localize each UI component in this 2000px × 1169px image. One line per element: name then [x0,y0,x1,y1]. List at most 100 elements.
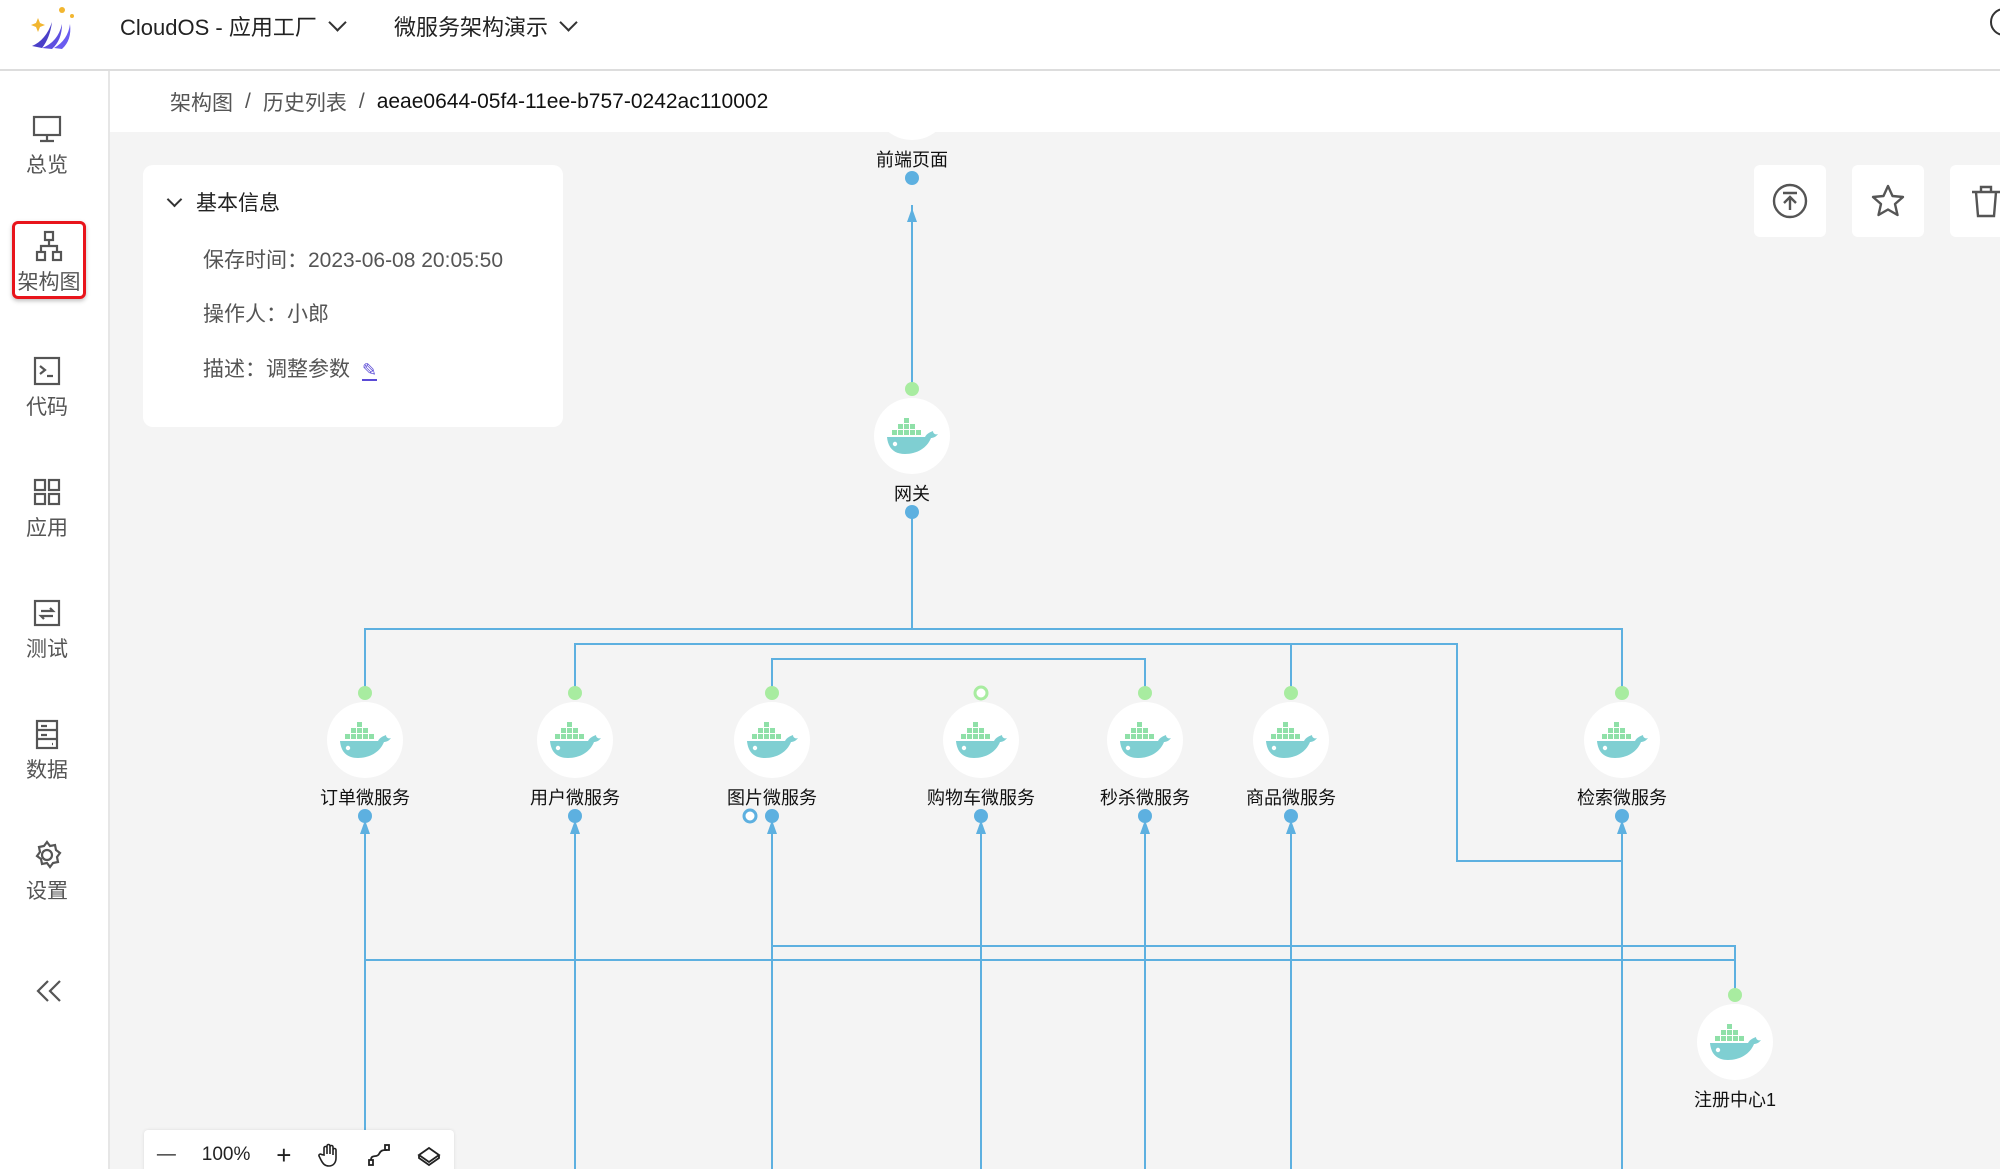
arrow-head [907,208,917,222]
input-port[interactable] [1728,988,1742,1002]
basic-info-toggle[interactable]: 基本信息 [166,187,280,217]
node-label: 订单微服务 [320,788,410,808]
input-port[interactable] [358,686,372,700]
node-icon-circle [327,702,403,778]
description: 描述：调整参数 [203,358,350,381]
arrow-head [767,820,777,834]
input-port[interactable] [1284,686,1298,700]
output-port[interactable] [1138,809,1152,823]
publish-button[interactable] [1754,165,1826,237]
top-header: CloudOS - 应用工厂 微服务架构演示 [0,0,2000,71]
edges-layer [358,171,1742,1169]
docker-icon [956,722,1007,758]
node-icon-circle [1584,702,1660,778]
sidebar-item-label: 设置 [26,880,68,903]
breadcrumb: 架构图/ 历史列表/ aeae0644-05f4-11ee-b757-0242a… [110,71,2000,132]
breadcrumb-separator: / [358,89,365,113]
node-order[interactable]: 订单微服务 [265,702,465,810]
hand-pan-icon[interactable] [317,1143,341,1167]
zoom-out-button[interactable]: — [156,1144,176,1165]
output-port[interactable] [358,809,372,823]
edge-bus-1[interactable] [364,628,1623,689]
input-port[interactable] [1615,686,1629,700]
arrow-head [360,820,370,834]
node-seckill[interactable]: 秒杀微服务 [1045,702,1245,810]
arrow-head [1286,820,1296,834]
output-port[interactable] [905,505,919,519]
app-selector[interactable]: CloudOS - 应用工厂 [120,10,347,42]
node-icon-circle [943,702,1019,778]
output-port[interactable] [765,809,779,823]
sidebar-item-code[interactable]: 代码 [8,355,86,421]
edge-to-registry-1[interactable] [772,945,1736,991]
sidebar-item-overview[interactable]: 总览 [8,113,86,179]
zoom-level: 100% [201,1144,251,1165]
node-label: 注册中心1 [1693,1090,1776,1110]
sidebar: 总览 架构图 代码 应用 测试 数据 设置 [0,71,110,1169]
edge-bus-2[interactable] [574,643,1622,862]
node-label: 秒杀微服务 [1100,788,1190,808]
input-port[interactable] [973,685,989,701]
connect-path-icon[interactable] [367,1143,391,1167]
node-label: 网关 [894,484,930,504]
node-frontend[interactable]: 前端页面 [812,132,1012,172]
delete-button[interactable] [1950,165,2000,237]
basic-info-title: 基本信息 [196,192,280,215]
node-gateway[interactable]: 网关 [812,398,1012,506]
node-icon-circle [1107,702,1183,778]
node-label: 购物车微服务 [927,788,1035,808]
star-icon [1871,184,1905,217]
breadcrumb-history[interactable]: 历史列表 [262,91,347,115]
node-image[interactable]: 图片微服务 [672,702,872,810]
edit-pencil-icon[interactable]: ✎ [362,360,378,381]
docker-icon [887,418,938,454]
sidebar-item-data[interactable]: 数据 [8,718,86,784]
breadcrumb-current: aeae0644-05f4-11ee-b757-0242ac110002 [376,89,769,113]
node-registry[interactable]: 注册中心1 [1635,1004,1835,1112]
eraser-icon[interactable] [417,1143,441,1167]
node-icon-circle [1697,1004,1773,1080]
zoom-in-button[interactable]: + [276,1139,292,1169]
input-port[interactable] [568,686,582,700]
user-avatar[interactable] [1990,8,2000,36]
input-port[interactable] [1138,686,1152,700]
node-cart[interactable]: 购物车微服务 [881,702,1081,810]
chevron-down-icon [328,12,347,32]
breadcrumb-architecture[interactable]: 架构图 [170,91,233,115]
sidebar-item-label: 架构图 [17,271,81,294]
node-label: 前端页面 [876,150,948,170]
terminal-icon [33,356,61,386]
output-port[interactable] [1284,809,1298,823]
edge-bus-3[interactable] [771,658,1146,689]
cabinet-icon [35,719,59,750]
input-port[interactable] [765,686,779,700]
sidebar-item-label: 总览 [26,154,68,177]
output-port[interactable] [1615,809,1629,823]
cloudos-logo[interactable] [24,2,80,50]
project-selector[interactable]: 微服务架构演示 [394,10,578,42]
input-port[interactable] [905,382,919,396]
diagram-canvas[interactable]: 前端页面网关订单微服务 用户微服务图片微服务购物车微服务 秒杀微服务商品微服务 检索微… [110,132,2000,1169]
output-port[interactable] [568,809,582,823]
favorite-button[interactable] [1852,165,1924,237]
docker-icon [340,722,391,758]
sidebar-item-label: 数据 [26,759,68,782]
sidebar-item-settings[interactable]: 设置 [8,839,86,905]
double-chevron-left-icon[interactable] [34,977,66,1005]
arrow-head [976,820,986,834]
node-product[interactable]: 商品微服务 [1191,702,1391,810]
sidebar-item-test[interactable]: 测试 [8,597,86,663]
sidebar-item-architecture[interactable]: 架构图 [12,221,86,299]
output-port[interactable] [905,171,919,185]
output-port[interactable] [742,808,758,824]
arrow-head [1617,820,1627,834]
arrow-head [1140,820,1150,834]
sidebar-item-label: 代码 [26,396,68,419]
docker-icon [1266,722,1317,758]
sidebar-item-apps[interactable]: 应用 [8,476,86,542]
sidebar-item-label: 应用 [26,517,68,540]
node-user[interactable]: 用户微服务 [475,702,675,810]
output-port[interactable] [974,809,988,823]
docker-icon [1597,722,1648,758]
node-search[interactable]: 检索微服务 [1522,702,1722,810]
